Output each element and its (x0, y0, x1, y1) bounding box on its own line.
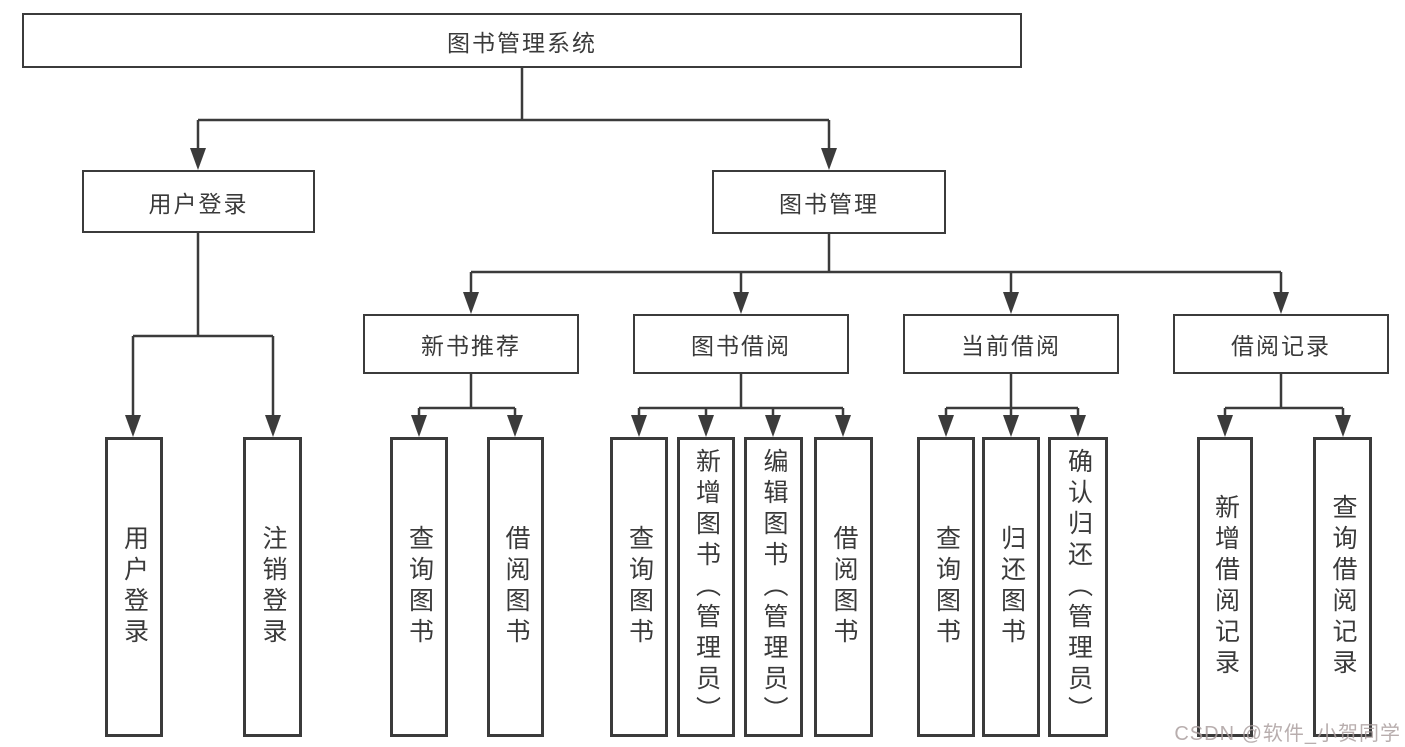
arrow-to-leaf-add-borrow-record (1217, 415, 1233, 437)
node-current-borrowing: 当前借阅 (903, 314, 1119, 374)
leaf-confirm-return-admin: 确认归还（管理员） (1048, 437, 1108, 737)
csdn-watermark: CSDN @软件_小贺同学 (1174, 723, 1401, 745)
arrow-to-leaf-confirm-return (1070, 415, 1086, 437)
edge-root-to-level2 (196, 68, 831, 149)
arrow-to-new-book-recommend (463, 292, 479, 314)
arrow-to-leaf-add-books (698, 415, 714, 437)
edge-new-book-children (417, 374, 517, 416)
arrow-to-book-management (821, 148, 837, 170)
leaf-borrow-books-1: 借阅图书 (487, 437, 544, 737)
arrow-to-leaf-query-books-2 (631, 415, 647, 437)
edge-user-login-children (131, 233, 275, 416)
arrow-to-leaf-edit-books (765, 415, 781, 437)
leaf-add-borrow-record: 新增借阅记录 (1197, 437, 1253, 737)
arrow-to-leaf-user-login (125, 415, 141, 437)
leaf-edit-books-admin: 编辑图书（管理员） (744, 437, 803, 737)
leaf-user-login: 用户登录 (105, 437, 163, 737)
node-borrowing-records: 借阅记录 (1173, 314, 1389, 374)
edge-borrow-records-children (1223, 374, 1345, 416)
leaf-borrow-books-2: 借阅图书 (814, 437, 873, 737)
edge-book-borrow-children (637, 374, 845, 416)
node-root-title: 图书管理系统 (22, 13, 1022, 68)
leaf-logout: 注销登录 (243, 437, 302, 737)
node-book-borrowing: 图书借阅 (633, 314, 849, 374)
leaf-query-books-3: 查询图书 (917, 437, 975, 737)
arrow-to-leaf-logout (265, 415, 281, 437)
node-book-management: 图书管理 (712, 170, 946, 234)
arrow-to-leaf-borrow-books-2 (835, 415, 851, 437)
arrow-to-borrowing-records (1273, 292, 1289, 314)
arrow-to-leaf-borrow-books-1 (507, 415, 523, 437)
leaf-query-books-2: 查询图书 (610, 437, 668, 737)
arrow-to-leaf-query-books-3 (938, 415, 954, 437)
leaf-query-borrow-record: 查询借阅记录 (1313, 437, 1372, 737)
arrow-to-leaf-query-borrow-record (1335, 415, 1351, 437)
edge-current-borrow-children (944, 374, 1080, 416)
arrow-to-user-login (190, 148, 206, 170)
arrow-to-book-borrowing (733, 292, 749, 314)
arrow-to-leaf-return-books (1003, 415, 1019, 437)
node-user-login: 用户登录 (82, 170, 315, 233)
node-new-book-recommend: 新书推荐 (363, 314, 579, 374)
arrow-to-leaf-query-books-1 (411, 415, 427, 437)
leaf-add-books-admin: 新增图书（管理员） (677, 437, 735, 737)
leaf-return-books: 归还图书 (982, 437, 1040, 737)
leaf-query-books-1: 查询图书 (390, 437, 448, 737)
arrow-to-current-borrowing (1003, 292, 1019, 314)
edge-book-mgmt-children (469, 234, 1283, 293)
